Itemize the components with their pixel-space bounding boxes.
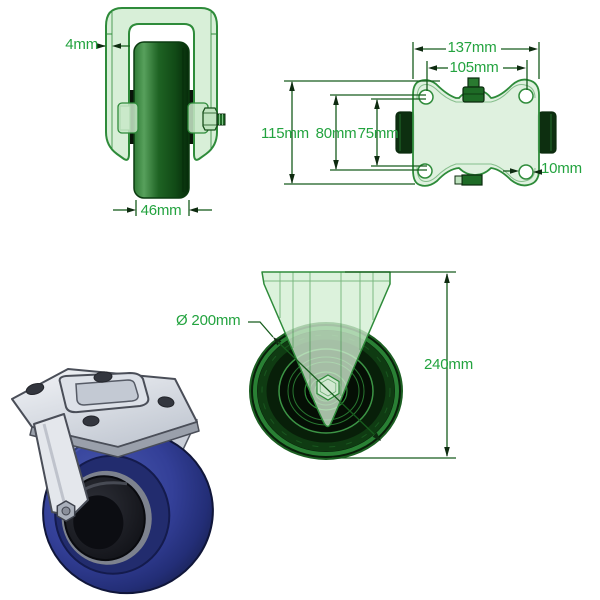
- label-wheel-diameter: Ø 200mm: [176, 312, 241, 329]
- plan-view-bottom-bolt: [461, 174, 483, 186]
- side-view-axle-nut: [202, 107, 218, 131]
- dim-diameter-200mm: [248, 321, 381, 441]
- plan-view-drawing: [284, 42, 557, 187]
- dim-10mm: [503, 168, 542, 175]
- label-plate-thickness: 4mm: [65, 36, 98, 53]
- photo-bolt-hole: [82, 415, 100, 427]
- dim-75mm: [371, 98, 427, 167]
- label-slot-spacing-width: 80mm: [315, 125, 357, 142]
- photo-bolt-hole: [25, 382, 45, 396]
- dim-80mm: [330, 94, 427, 171]
- photo-wheel: [42, 425, 214, 595]
- front-view-hex-bolt: [316, 374, 340, 401]
- side-view-drawing: [97, 7, 226, 216]
- dim-115mm: [284, 80, 440, 185]
- photo-bolt-hole: [93, 371, 113, 383]
- plan-view-centre-bolt-nut: [462, 86, 485, 103]
- label-overall-height: 240mm: [424, 356, 474, 373]
- label-hole-spacing-width: 75mm: [357, 125, 399, 142]
- label-hole-diameter: 10mm: [541, 160, 582, 177]
- front-view-drawing: [248, 271, 456, 460]
- dim-105mm: [426, 60, 528, 91]
- plan-view-centre-bolt-shank: [467, 77, 480, 88]
- dim-240mm: [332, 271, 456, 459]
- plan-view-wheel-edge-right: [537, 111, 557, 154]
- side-view-wheel: [133, 41, 190, 199]
- side-view-bracket: [105, 7, 218, 161]
- product-photo: [11, 368, 214, 595]
- dim-137mm: [412, 42, 540, 79]
- front-view-bracket: [261, 271, 391, 428]
- dim-4mm-arrows: [97, 43, 130, 49]
- label-plate-width: 115mm: [261, 125, 309, 142]
- plan-view-bolt-hole-top-right: [518, 88, 534, 104]
- plan-view-bolt-hole-bottom-right: [518, 164, 534, 180]
- plan-view-plate: [412, 78, 540, 187]
- plan-view-bolt-hole-bottom-left: [417, 163, 433, 179]
- photo-plate-slot: [75, 379, 139, 406]
- side-view-axle-foot-left: [117, 102, 139, 134]
- plan-view-bolt-hole-top-left: [418, 89, 434, 105]
- side-view-axle-thread: [216, 113, 226, 126]
- label-wheel-width: 46mm: [140, 202, 182, 219]
- label-plate-length: 137mm: [447, 39, 497, 56]
- photo-bolt-hole: [157, 396, 175, 408]
- dim-46mm-arrows: [113, 200, 212, 216]
- label-hole-spacing-length: 105mm: [449, 59, 499, 76]
